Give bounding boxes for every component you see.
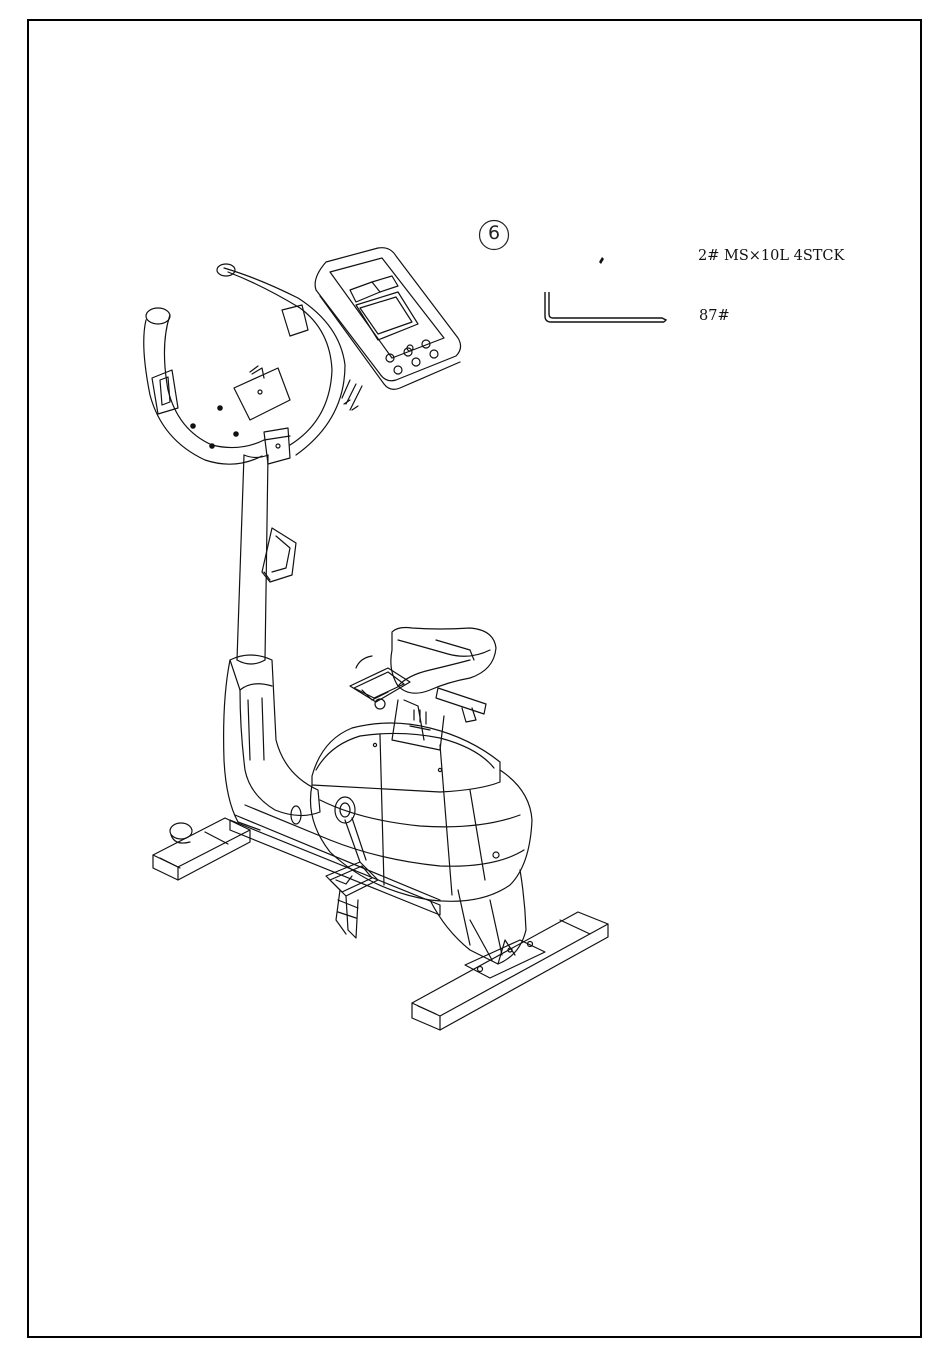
step-number: 6 xyxy=(478,222,510,244)
wrench-part-label: 87# xyxy=(699,308,730,324)
page-border xyxy=(27,19,922,1338)
step-number-badge: 6 xyxy=(478,219,510,251)
screw-part-label: 2# MS×10L 4STCK xyxy=(698,248,844,264)
